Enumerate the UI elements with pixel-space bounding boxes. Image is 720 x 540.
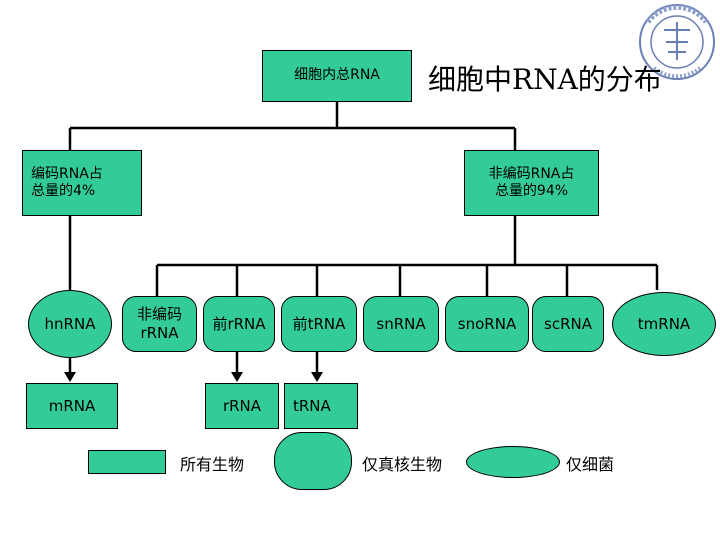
legend-rounded-swatch bbox=[274, 432, 352, 490]
noncoding-rna-node: 非编码RNA占 总量的94% bbox=[464, 150, 599, 216]
legend-all-organisms-label: 所有生物 bbox=[180, 455, 245, 474]
rrna-node: rRNA bbox=[205, 383, 279, 429]
legend-rect-swatch bbox=[88, 450, 166, 474]
noncoding-rrna-node: 非编码 rRNA bbox=[122, 296, 197, 352]
tmrna-node: tmRNA bbox=[612, 292, 716, 356]
pre-rrna-node: 前rRNA bbox=[203, 296, 275, 352]
legend-eukaryotes-label: 仅真核生物 bbox=[362, 455, 443, 474]
snrna-node: snRNA bbox=[363, 296, 439, 352]
trna-node: tRNA bbox=[284, 383, 358, 429]
page-title: 细胞中RNA的分布 bbox=[428, 63, 662, 96]
legend-bacteria-label: 仅细菌 bbox=[566, 455, 615, 474]
snorna-node: snoRNA bbox=[445, 296, 529, 352]
root-total-rna-node: 细胞内总RNA bbox=[262, 50, 412, 102]
mrna-node: mRNA bbox=[26, 383, 118, 429]
hnrna-node: hnRNA bbox=[28, 290, 112, 358]
scrna-node: scRNA bbox=[532, 296, 604, 352]
university-seal-logo bbox=[639, 4, 715, 80]
arrowhead-rrna bbox=[231, 372, 243, 382]
arrowhead-trna bbox=[311, 372, 323, 382]
pre-trna-node: 前tRNA bbox=[281, 296, 357, 352]
coding-rna-node: 编码RNA占 总量的4% bbox=[22, 150, 142, 216]
legend-ellipse-swatch bbox=[466, 446, 560, 478]
arrowhead-mrna bbox=[64, 372, 76, 382]
